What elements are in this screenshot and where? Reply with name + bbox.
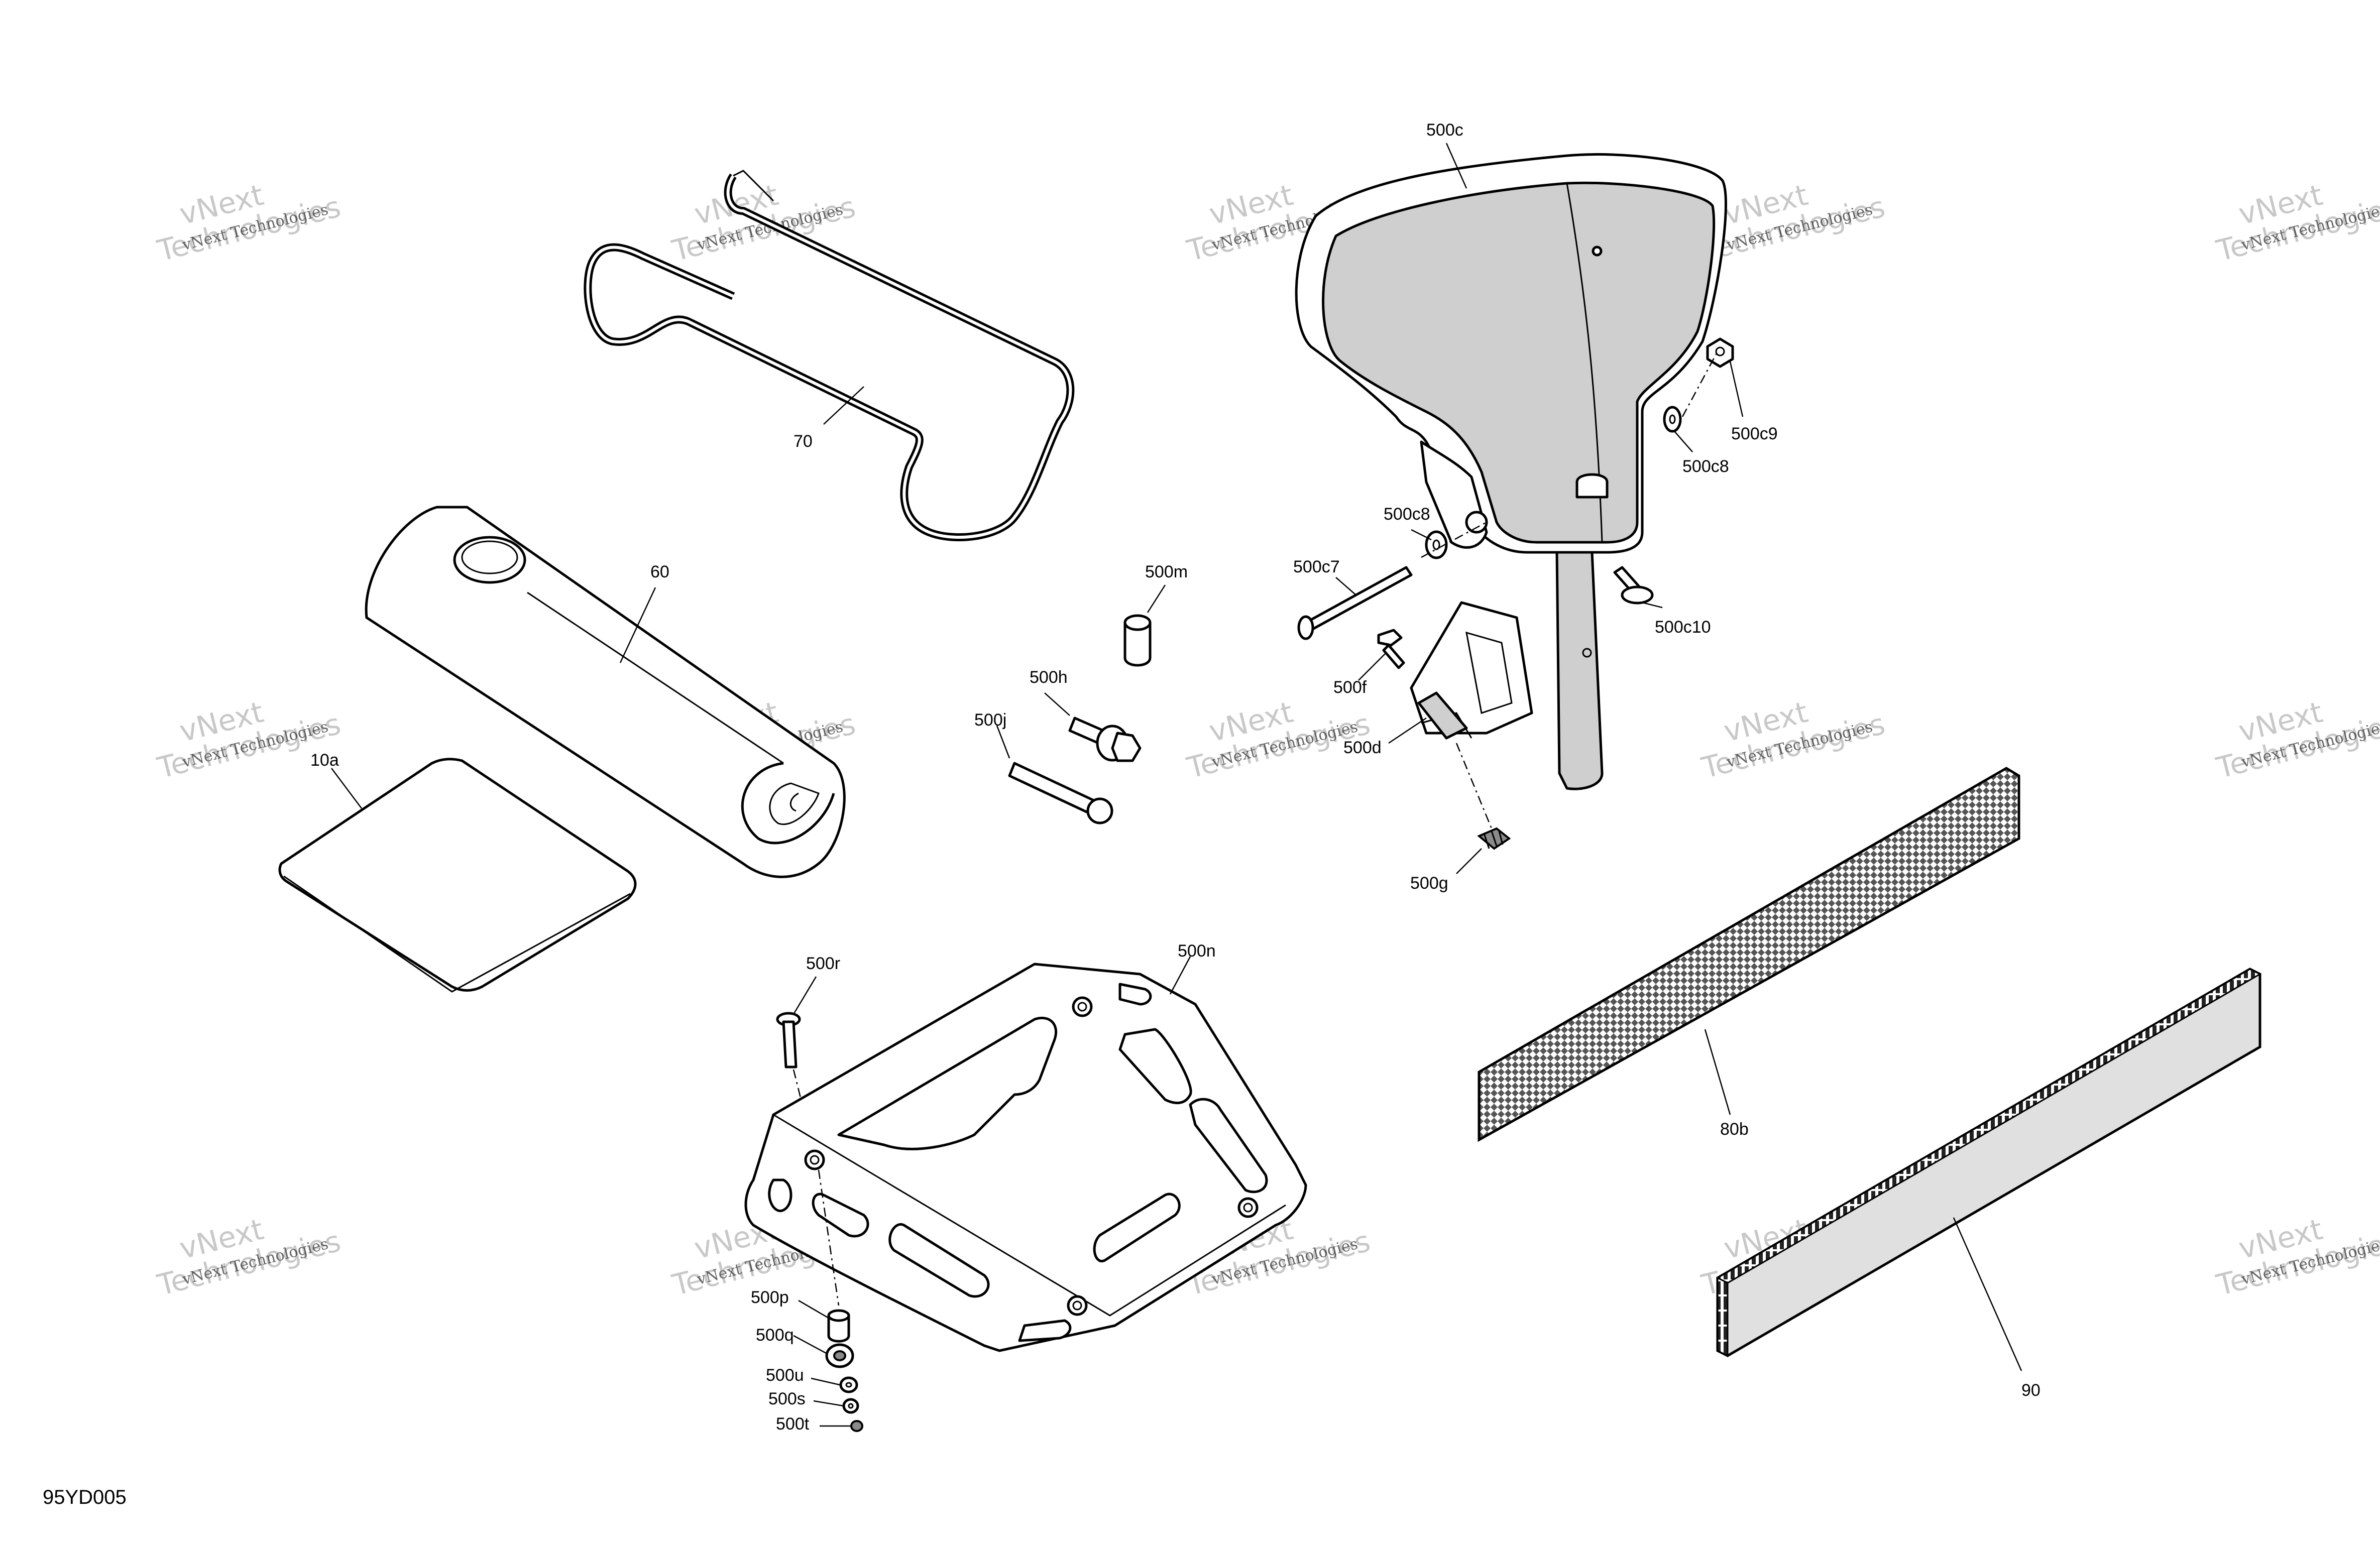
callout-500c9: 500c9	[1731, 424, 1778, 443]
part-500g-clip	[1477, 827, 1511, 850]
leader-500c9	[1729, 361, 1744, 417]
leader-500r	[792, 976, 817, 1015]
part-500q-nut	[825, 1343, 854, 1368]
axis-line-500c7	[1421, 521, 1487, 558]
part-500c8-washer-left	[1425, 530, 1448, 559]
part-70-wire-cradle	[584, 170, 1075, 541]
watermark-r3-c1: vNext Technologies vNext Technologies	[154, 1212, 344, 1302]
part-500c10-shoulder-bolt	[1613, 566, 1654, 605]
watermark-r3-c5: vNext Technologies vNext Technologies	[2213, 1212, 2380, 1302]
leader-500d	[1388, 717, 1427, 744]
callout-500c8-left: 500c8	[1384, 505, 1430, 524]
leader-500n	[1169, 956, 1191, 995]
part-500r-bolt	[776, 1012, 801, 1069]
axis-line-500p	[818, 1169, 840, 1306]
callout-90: 90	[2021, 1381, 2041, 1400]
leader-10a	[331, 768, 362, 809]
leader-500g	[1456, 848, 1482, 874]
part-80b-textured-strip	[1478, 767, 2020, 1142]
callout-500d: 500d	[1343, 738, 1382, 757]
leader-500s	[813, 1400, 844, 1407]
part-500u-washer	[839, 1376, 858, 1393]
watermark-r1-c1: vNext Technologies vNext Technologies	[154, 178, 344, 268]
callout-500u: 500u	[766, 1366, 804, 1385]
leader-500c7	[1335, 577, 1356, 596]
part-500n-rack-plate	[744, 963, 1307, 1352]
leader-500u	[811, 1377, 840, 1386]
callout-500h: 500h	[1030, 668, 1068, 687]
part-500d-bracket	[1410, 601, 1533, 740]
watermark-r2-c5: vNext Technologies vNext Technologies	[2213, 695, 2380, 785]
part-500t-nut	[850, 1420, 863, 1432]
leader-70	[823, 386, 864, 425]
callout-500r: 500r	[806, 954, 840, 973]
watermark-r1-c5: vNext Technologies vNext Technologies	[2213, 178, 2380, 268]
part-500p-spacer	[827, 1309, 850, 1343]
callout-500f: 500f	[1333, 678, 1367, 697]
part-500f-screw	[1377, 629, 1405, 669]
leader-500p	[798, 1299, 829, 1319]
leader-500q	[793, 1335, 827, 1354]
leader-60	[619, 587, 656, 663]
leader-500c	[1445, 143, 1467, 189]
callout-500c8-right: 500c8	[1682, 457, 1729, 476]
callout-labels: 70 60 10a 500c 500c9 500c8 500c8 500c7 5…	[310, 121, 2041, 1434]
axis-line-500g	[1455, 743, 1493, 829]
leader-500j	[996, 725, 1010, 759]
callout-10a: 10a	[310, 751, 339, 770]
leader-lines	[331, 143, 2022, 1427]
part-500c7-long-bolt	[1297, 566, 1413, 640]
part-60-rolled-pad	[365, 506, 846, 878]
part-500c8-washer-right	[1663, 406, 1682, 433]
leader-90	[1953, 1217, 2022, 1371]
callout-500j: 500j	[974, 710, 1006, 730]
part-10a-flat-pad	[278, 758, 637, 993]
leader-500f	[1358, 652, 1387, 681]
callout-500c10: 500c10	[1655, 618, 1711, 637]
callout-500c: 500c	[1426, 121, 1463, 140]
part-500s-washer	[842, 1398, 859, 1414]
callout-500n: 500n	[1178, 941, 1216, 961]
part-500j-pin	[1008, 762, 1113, 824]
part-500m-spacer	[1123, 614, 1152, 667]
callout-70: 70	[794, 432, 813, 451]
part-90-toothed-strip	[1716, 968, 2262, 1357]
callout-500p: 500p	[751, 1288, 789, 1307]
part-500h-flange-bolt	[1068, 717, 1142, 762]
axis-line-500c9	[1681, 351, 1719, 417]
callout-500c7: 500c7	[1293, 557, 1340, 576]
part-500c-backrest	[1295, 153, 1727, 790]
leader-500h	[1044, 692, 1070, 716]
callout-500t: 500t	[776, 1414, 810, 1434]
leader-500c8-right	[1674, 431, 1693, 452]
leader-500c10	[1642, 602, 1663, 609]
watermark-r2-c4: vNext Technologies vNext Technologies	[1698, 695, 1888, 785]
callout-500q: 500q	[756, 1326, 794, 1345]
callout-500m: 500m	[1145, 562, 1188, 581]
callout-500s: 500s	[768, 1389, 806, 1408]
leader-500c8-left	[1411, 529, 1432, 541]
leader-80b	[1704, 1029, 1731, 1115]
callout-60: 60	[650, 562, 669, 581]
callout-500g: 500g	[1410, 874, 1448, 893]
callout-80b: 80b	[1720, 1120, 1749, 1139]
diagram-id: 95YD005	[43, 1486, 127, 1508]
leader-500m	[1147, 584, 1166, 613]
